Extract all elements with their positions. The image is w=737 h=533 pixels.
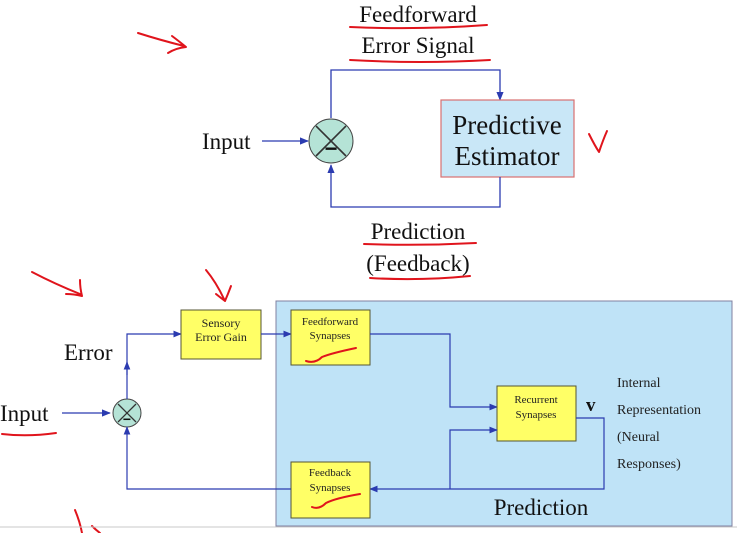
- ink-arrow-sensory: [205, 269, 232, 302]
- ink-mark-bottom: [74, 509, 101, 533]
- top-minus-sign: −: [325, 136, 338, 161]
- recurrent-synapses-box: Recurrent Synapses: [496, 385, 577, 442]
- ink-check-ff: [305, 347, 357, 363]
- ink-underline-prediction: [363, 242, 477, 246]
- estimator-label-line2: Estimator: [455, 141, 560, 171]
- top-feedforward-line: [330, 69, 504, 118]
- top-feedforward-label: Feedforward: [359, 2, 477, 27]
- ink-underline-feedforward: [349, 24, 488, 30]
- ink-underline-input: [1, 432, 57, 437]
- estimator-label-line1: Predictive: [452, 110, 561, 140]
- ff-synapses-line2: Synapses: [310, 330, 351, 342]
- ink-check-estimator: [588, 130, 608, 153]
- ink-underline-feedback: [369, 275, 471, 281]
- top-input-label: Input: [202, 129, 251, 154]
- bottom-input-label: Input: [0, 401, 49, 426]
- bottom-error-line: [126, 330, 182, 399]
- ff-to-recurrent-line: [370, 333, 498, 411]
- recurrent-self-loop: [449, 426, 498, 489]
- recurrent-output-line: [369, 417, 605, 493]
- internal-rep-line2: Representation: [617, 403, 701, 418]
- bottom-prediction-label: Prediction: [494, 495, 589, 520]
- ink-arrow-bottom-left: [31, 271, 83, 297]
- sensory-error-gain-box: Sensory Error Gain: [180, 309, 262, 360]
- internal-representation-label: Internal Representation (Neural Response…: [617, 376, 701, 472]
- feedback-to-comparator-line: [123, 426, 291, 490]
- ink-underline-error-signal: [349, 59, 491, 63]
- top-diagram: Feedforward Error Signal Input − Predict…: [202, 2, 575, 276]
- bottom-comparator: −: [112, 398, 142, 428]
- top-comparator: −: [308, 118, 354, 164]
- fb-synapses-line1: Feedback: [309, 467, 352, 479]
- internal-rep-line3: (Neural: [617, 430, 660, 445]
- ff-synapses-line1: Feedforward: [302, 316, 359, 328]
- sensory-gain-line2: Error Gain: [195, 330, 247, 344]
- ink-arrow-top: [137, 32, 187, 54]
- fb-synapses-line2: Synapses: [310, 482, 351, 494]
- v-label: v: [586, 395, 596, 416]
- sensory-gain-line1: Sensory: [202, 316, 241, 330]
- top-feedback-label: (Feedback): [366, 251, 469, 276]
- internal-rep-line1: Internal: [617, 376, 661, 391]
- top-feedback-line: [327, 164, 501, 208]
- recurrent-line1: Recurrent: [514, 394, 557, 406]
- ink-check-fb: [311, 493, 361, 509]
- top-prediction-label: Prediction: [371, 219, 466, 244]
- feedback-synapses-box: Feedback Synapses: [290, 461, 371, 519]
- internal-rep-line4: Responses): [617, 457, 681, 472]
- recurrent-line2: Synapses: [516, 409, 557, 421]
- top-error-signal-label: Error Signal: [361, 33, 474, 58]
- bottom-minus-sign: −: [123, 411, 131, 427]
- bottom-diagram: Error Input − Sensory Error Gain Feedfor…: [0, 300, 733, 527]
- bottom-error-label: Error: [64, 340, 113, 365]
- ink-annotations: [1, 24, 608, 533]
- feedforward-synapses-box: Feedforward Synapses: [290, 309, 371, 366]
- predictive-estimator-box: Predictive Estimator: [440, 99, 575, 178]
